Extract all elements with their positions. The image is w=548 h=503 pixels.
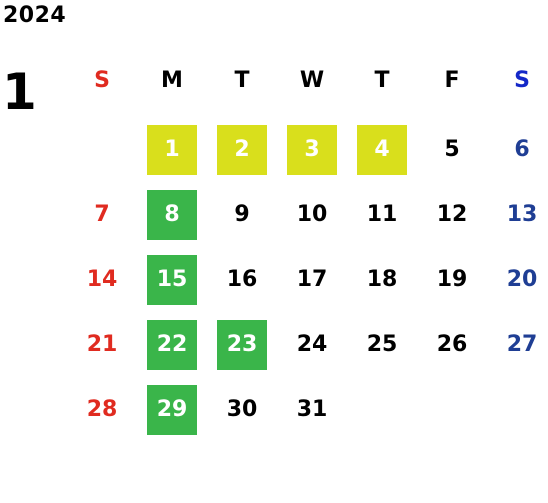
day-number: 18 xyxy=(366,267,398,292)
day-number: 2 xyxy=(217,125,267,175)
day-number: 6 xyxy=(514,137,530,162)
day-number: 13 xyxy=(506,202,538,227)
day-cell: 19 xyxy=(417,255,487,305)
day-number: 10 xyxy=(296,202,328,227)
day-cell: 8 xyxy=(137,190,207,240)
day-number: 4 xyxy=(357,125,407,175)
weekday-header: M xyxy=(161,68,183,93)
day-cell: 4 xyxy=(347,125,417,175)
day-cell: 30 xyxy=(207,385,277,435)
day-cell: 16 xyxy=(207,255,277,305)
day-cell: 3 xyxy=(277,125,347,175)
day-number: 9 xyxy=(234,202,250,227)
day-cell: 15 xyxy=(137,255,207,305)
day-cell: 27 xyxy=(487,320,548,370)
weekday-header: S xyxy=(514,68,530,93)
weekday-header: F xyxy=(444,68,460,93)
day-cell: 6 xyxy=(487,125,548,175)
day-cell: 18 xyxy=(347,255,417,305)
day-number: 29 xyxy=(147,385,197,435)
day-number: 31 xyxy=(296,397,328,422)
weekday-header: W xyxy=(299,68,325,93)
day-number: 21 xyxy=(86,332,118,357)
day-number: 22 xyxy=(147,320,197,370)
day-number: 23 xyxy=(217,320,267,370)
day-cell: 29 xyxy=(137,385,207,435)
day-number: 24 xyxy=(296,332,328,357)
day-number: 28 xyxy=(86,397,118,422)
day-number: 25 xyxy=(366,332,398,357)
day-number: 20 xyxy=(506,267,538,292)
day-cell: 14 xyxy=(67,255,137,305)
day-cell: 2 xyxy=(207,125,277,175)
day-number: 11 xyxy=(366,202,398,227)
day-cell: 17 xyxy=(277,255,347,305)
day-cell: 21 xyxy=(67,320,137,370)
day-cell: 28 xyxy=(67,385,137,435)
day-cell: 7 xyxy=(67,190,137,240)
day-cell: 11 xyxy=(347,190,417,240)
day-number: 30 xyxy=(226,397,258,422)
day-cell: 9 xyxy=(207,190,277,240)
day-cell: 1 xyxy=(137,125,207,175)
day-number: 8 xyxy=(147,190,197,240)
day-number: 5 xyxy=(444,137,460,162)
day-cell: 24 xyxy=(277,320,347,370)
day-number: 17 xyxy=(296,267,328,292)
year-label: 2024 xyxy=(3,3,67,28)
day-number: 26 xyxy=(436,332,468,357)
day-cell: 12 xyxy=(417,190,487,240)
day-cell: 25 xyxy=(347,320,417,370)
day-cell: 20 xyxy=(487,255,548,305)
day-cell: 23 xyxy=(207,320,277,370)
day-cell: 22 xyxy=(137,320,207,370)
day-cell: 26 xyxy=(417,320,487,370)
day-cell: 5 xyxy=(417,125,487,175)
day-number: 15 xyxy=(147,255,197,305)
weekday-header: T xyxy=(374,68,390,93)
day-number: 7 xyxy=(94,202,110,227)
day-cell: 13 xyxy=(487,190,548,240)
day-number: 12 xyxy=(436,202,468,227)
day-cell: 31 xyxy=(277,385,347,435)
day-number: 19 xyxy=(436,267,468,292)
day-cell: 10 xyxy=(277,190,347,240)
weekday-header: T xyxy=(234,68,250,93)
day-number: 14 xyxy=(86,267,118,292)
day-number: 16 xyxy=(226,267,258,292)
day-number: 1 xyxy=(147,125,197,175)
day-number: 27 xyxy=(506,332,538,357)
weekday-header: S xyxy=(94,68,110,93)
month-label: 1 xyxy=(2,63,37,121)
day-number: 3 xyxy=(287,125,337,175)
